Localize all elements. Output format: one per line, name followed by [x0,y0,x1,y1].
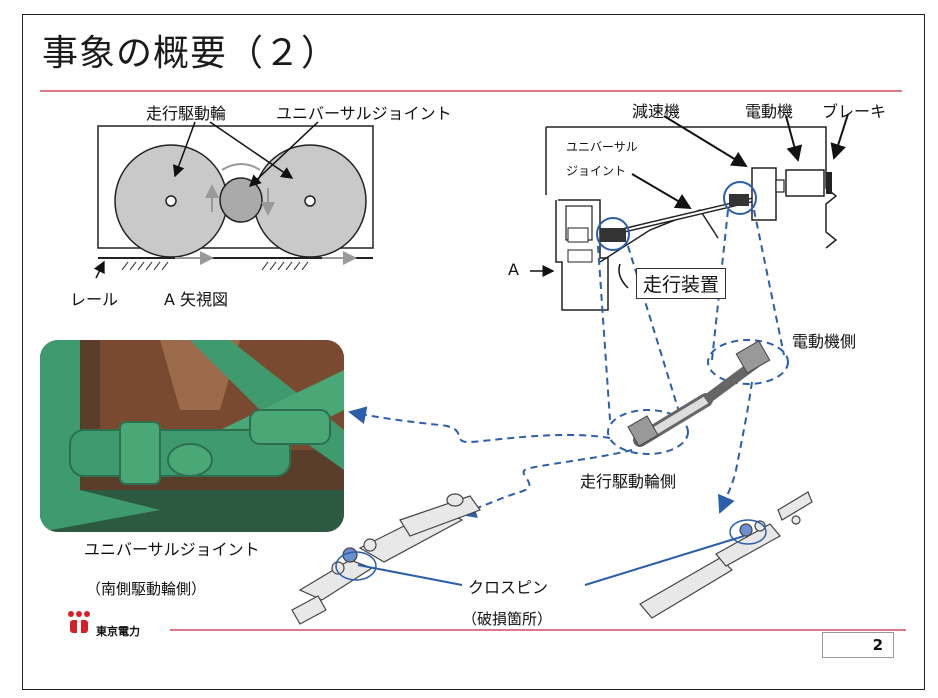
crosspin-label: クロスピン [468,578,549,597]
crosspin-leader-right [584,535,745,586]
photo-caption: ユニバーサルジョイント [84,540,260,559]
crosspin-exploded-right [639,491,813,619]
drive-unit-diagram [530,113,849,311]
rail-label: レール [70,290,119,309]
drive-wheel-label: 走行駆動輪 [146,104,227,123]
crosspin-leader-left [357,564,463,586]
joint-label-line1: ユニバーサル [566,140,638,154]
footer-divider [170,629,906,631]
brake-label: ブレーキ [822,102,887,121]
crosspin-exploded-left [291,493,481,625]
motor-label: 電動機 [745,102,794,121]
joint-label-line2: ジョイント [566,164,627,178]
a-direction-label: A [508,260,519,279]
page-number: 2 [822,632,894,658]
damage-location-label: （破損箇所） [462,610,553,628]
wheel-diagram [93,121,374,279]
universal-joint-photo [40,340,344,532]
page-title: 事象の概要（２） [42,33,339,74]
company-name: 東京電力 [96,625,140,638]
photo-subcaption: （南側駆動輪側） [86,580,207,598]
motor-side-label: 電動機側 [792,332,857,351]
drive-shaft-illustration [627,340,771,447]
travel-device-label: 走行装置 [636,268,727,299]
reducer-label: 減速機 [632,102,681,121]
joint-circle [219,177,263,223]
company-logo-icon [66,610,92,642]
universal-joint-label: ユニバーサルジョイント [276,104,452,123]
title-divider [40,90,902,92]
wheel-side-label: 走行駆動輪側 [580,472,677,491]
a-view-label: A 矢視図 [164,290,229,309]
